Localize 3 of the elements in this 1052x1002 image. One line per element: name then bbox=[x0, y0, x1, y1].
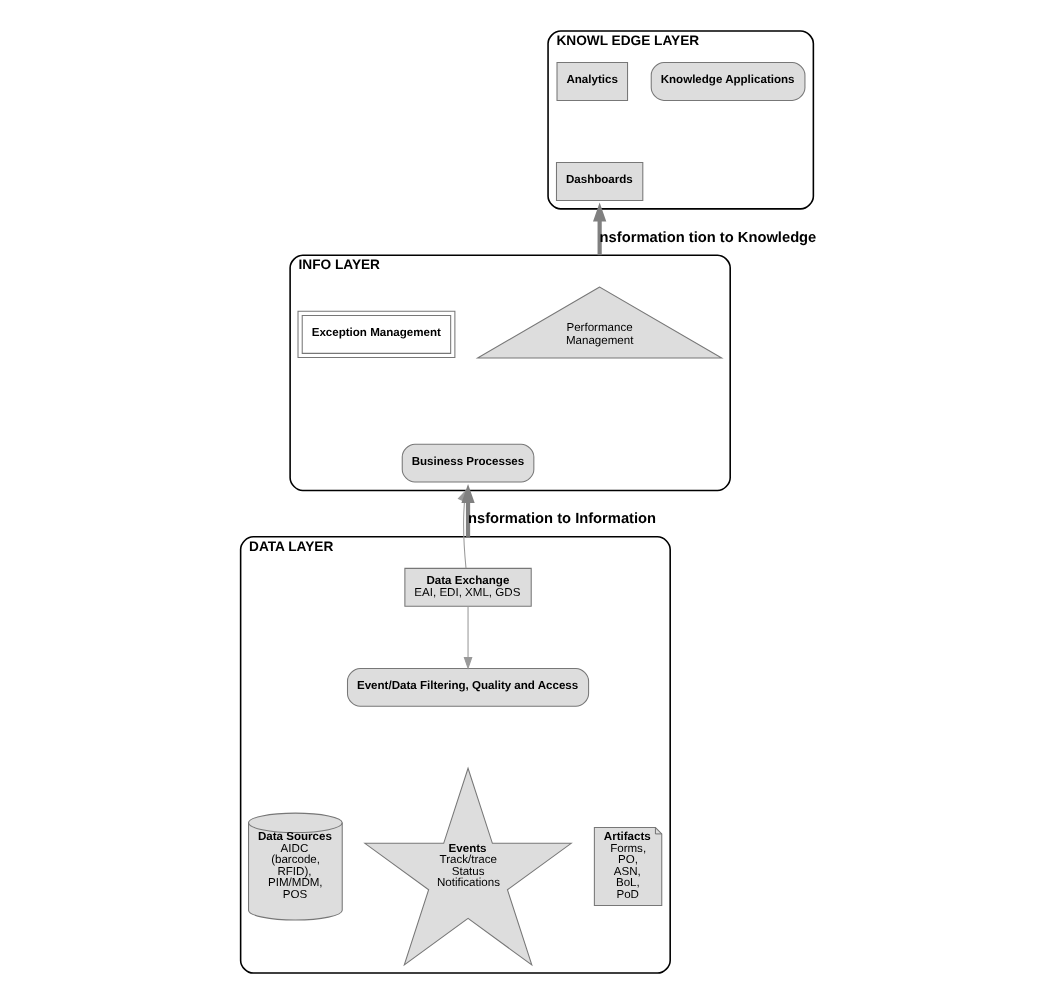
arrow bbox=[460, 483, 474, 536]
arrow bbox=[462, 604, 472, 669]
arrow bbox=[592, 201, 606, 255]
